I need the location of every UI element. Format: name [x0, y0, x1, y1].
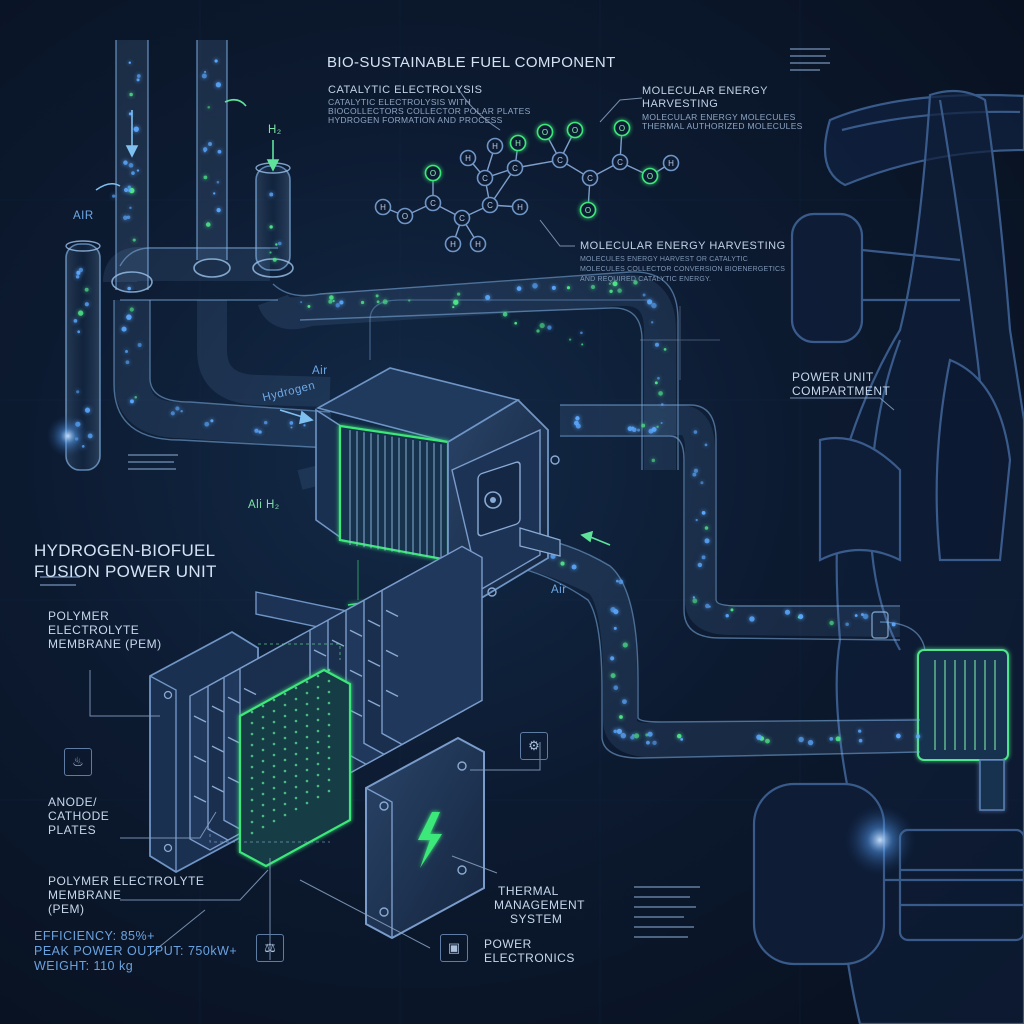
weight-icon: ⚖	[256, 934, 284, 962]
svg-text:H: H	[668, 159, 674, 168]
svg-text:H: H	[515, 139, 521, 148]
catalytic-line-2: BIOCOLLECTORS COLLECTOR POLAR PLATES	[328, 106, 531, 116]
chip-icon: ▣	[440, 934, 468, 962]
membrane-dots	[250, 668, 331, 835]
flow-label-air-h2: Ali H₂	[248, 499, 280, 511]
power-unit-line-2: COMPARTMENT	[792, 384, 891, 398]
harvest-line-1: MOLECULAR ENERGY MOLECULES	[642, 112, 796, 122]
svg-text:C: C	[617, 158, 623, 167]
power-unit-line-1: POWER UNIT	[792, 370, 874, 384]
thermal-line-2: MANAGEMENT	[494, 898, 586, 912]
svg-text:C: C	[430, 199, 436, 208]
flow-label-h2: H₂	[268, 124, 282, 136]
svg-text:O: O	[647, 172, 653, 181]
catalytic-line-3: HYDROGEN FORMATION AND PROCESS	[328, 115, 503, 125]
svg-text:O: O	[430, 169, 436, 178]
race-car-outline	[752, 89, 1024, 1024]
svg-text:O: O	[542, 128, 548, 137]
thermal-line-1: THERMAL	[498, 884, 559, 898]
thermal-pump-icon: ⚙	[520, 732, 548, 760]
power-electronics-line-1: POWER	[484, 937, 532, 951]
svg-text:H: H	[475, 240, 481, 249]
power-electronics-line-2: ELECTRONICS	[484, 951, 575, 965]
headline-title: BIO-SUSTAINABLE FUEL COMPONENT	[327, 54, 616, 71]
svg-text:O: O	[572, 126, 578, 135]
harvest2-title: MOLECULAR ENERGY HARVESTING	[580, 240, 786, 252]
svg-text:H: H	[380, 203, 386, 212]
svg-text:H: H	[517, 203, 523, 212]
harvest2-line-1: MOLECULES ENERGY HARVEST OR CATALYTIC	[580, 256, 749, 263]
biofuel-molecule: H O C O C H H C C H H C H H O C O C O C O O H	[374, 119, 680, 253]
harvest-title-line-1: MOLECULAR ENERGY	[642, 85, 768, 97]
flare-bottom	[844, 804, 916, 876]
pem-bottom-line-1: POLYMER ELECTROLYTE	[48, 874, 205, 888]
spec-weight: WEIGHT: 110 kg	[34, 959, 134, 973]
pem-top-line-2: ELECTROLYTE	[48, 623, 140, 637]
flow-particles	[73, 59, 921, 746]
flow-arrows	[95, 98, 611, 546]
pem-bottom-line-2: MEMBRANE	[48, 888, 122, 902]
leader-lines	[89, 87, 895, 960]
harvest2-line-2: MOLECULES COLLECTOR CONVERSION BIOENERGE…	[580, 266, 786, 273]
flow-label-air-mid: Air	[312, 365, 328, 377]
catalytic-line-1: CATALYTIC ELECTROLYSIS WITH	[328, 97, 472, 107]
flare-left	[46, 414, 90, 458]
svg-text:H: H	[492, 142, 498, 151]
unit-title-line-1: HYDROGEN-BIOFUEL	[34, 541, 216, 560]
spec-efficiency: EFFICIENCY: 85%+	[34, 929, 155, 943]
svg-text:C: C	[512, 164, 518, 173]
svg-text:C: C	[487, 201, 493, 210]
svg-text:C: C	[557, 156, 563, 165]
catalytic-title: CATALYTIC ELECTROLYSIS	[328, 84, 483, 96]
main-fuel-cell-unit	[315, 367, 561, 606]
svg-text:C: C	[587, 174, 593, 183]
spec-peak-power: PEAK POWER OUTPUT: 750kW+	[34, 944, 238, 958]
pem-bottom-line-3: (PEM)	[48, 902, 85, 916]
exploded-stack	[149, 545, 485, 940]
svg-text:O: O	[619, 124, 625, 133]
svg-text:H: H	[450, 240, 456, 249]
harvest-title-line-2: HARVESTING	[642, 98, 719, 110]
harvest-line-2: THERMAL AUTHORIZED MOLECULES	[642, 121, 803, 131]
svg-text:O: O	[402, 212, 408, 221]
heat-waves-icon: ♨	[64, 748, 92, 776]
pem-top-line-3: MEMBRANE (PEM)	[48, 637, 162, 651]
svg-text:C: C	[482, 174, 488, 183]
unit-title-line-2: FUSION POWER UNIT	[34, 562, 217, 581]
flow-label-air-bottom: Air	[551, 584, 567, 596]
svg-text:H: H	[465, 154, 471, 163]
stack-fins	[349, 430, 442, 560]
tech-marks	[40, 48, 830, 938]
plates-line-1: ANODE/	[48, 795, 98, 809]
harvest2-line-3: AND REQUIRED CATALYTIC ENERGY.	[580, 276, 712, 283]
svg-text:C: C	[459, 214, 465, 223]
lightning-bolt-icon	[418, 812, 442, 868]
pem-top-line-1: POLYMER	[48, 609, 110, 623]
flow-label-air-left: AIR	[73, 210, 94, 222]
car-mounted-fuel-cell	[917, 649, 1009, 811]
svg-text:O: O	[585, 206, 591, 215]
plates-line-2: CATHODE	[48, 809, 110, 823]
plates-line-3: PLATES	[48, 823, 97, 837]
thermal-line-3: SYSTEM	[510, 912, 563, 926]
